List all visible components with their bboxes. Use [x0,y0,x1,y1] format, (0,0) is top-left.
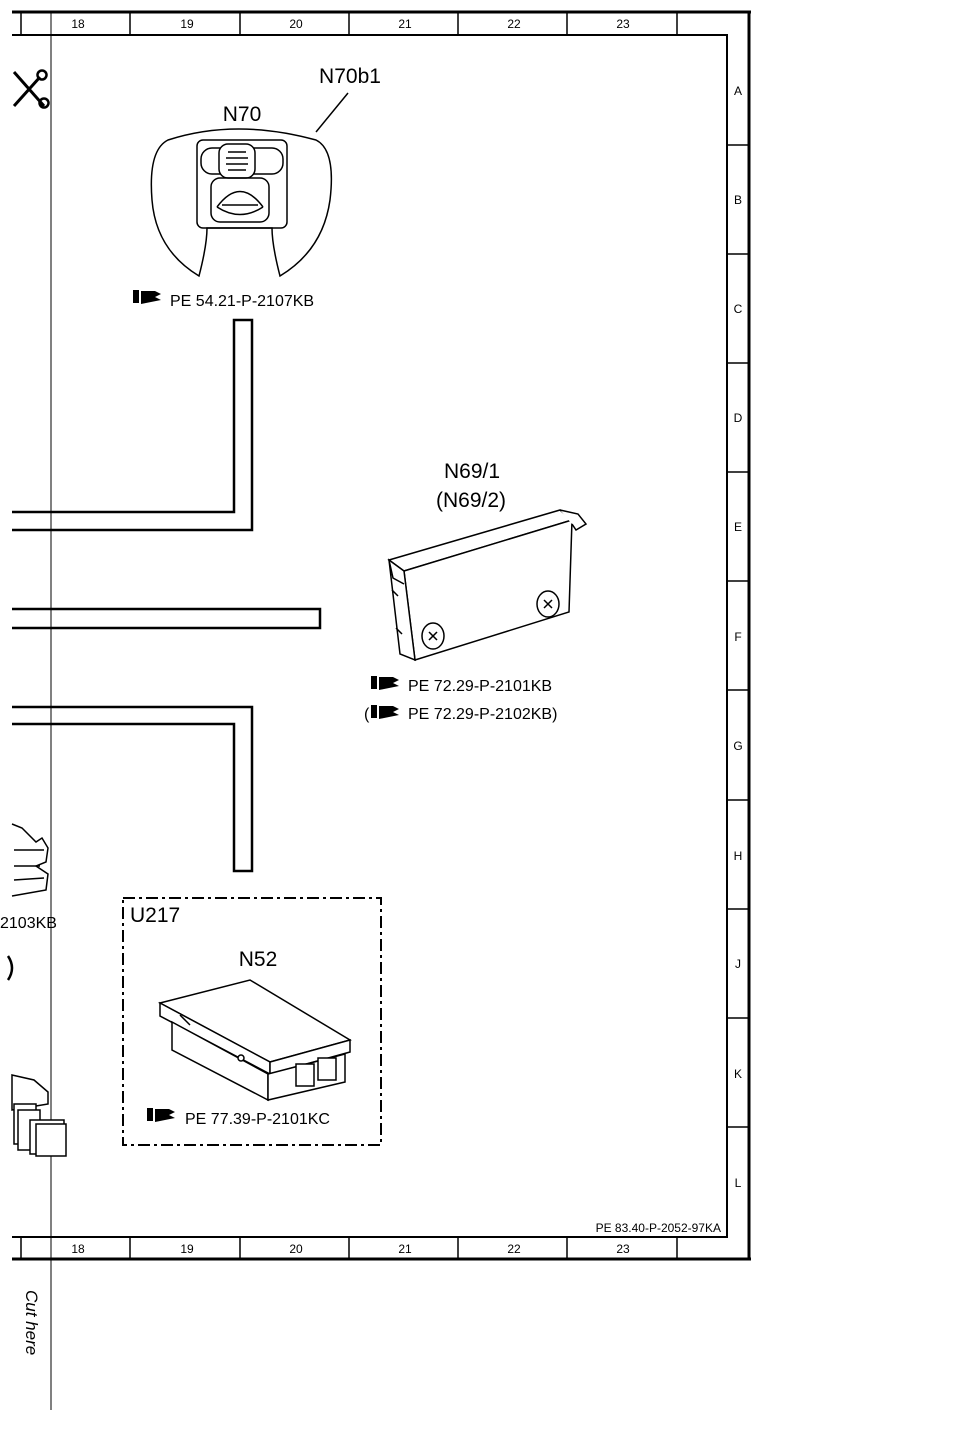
row-label: F [734,630,741,644]
col-label: 20 [289,1242,303,1256]
col-label: 22 [507,17,521,31]
row-labels: A B C D E F G H J K L [733,84,742,1190]
row-label: J [735,957,741,971]
row-label: C [734,302,743,316]
left-partial-component-upper [11,823,49,897]
col-label: 23 [616,1242,630,1256]
row-label: D [734,411,743,425]
col-label: 19 [180,17,194,31]
column-labels-bottom: 18 19 20 21 22 23 [71,1242,630,1256]
left-partial-paren [6,955,14,981]
row-label: K [734,1067,742,1081]
col-label: 20 [289,17,303,31]
scissors-icon [12,69,50,109]
n69-1-label: N69/1 [444,460,500,483]
col-label: 23 [616,17,630,31]
n70-reference: PE 54.21-P-2107KB [170,293,314,310]
n69-2-ref-open-paren: ( [364,706,370,723]
col-label: 19 [180,1242,194,1256]
n70-label: N70 [223,103,262,126]
reference-hand-icon [147,1108,175,1122]
n69-component: N69/1 (N69/2) PE 72.29-P-2101KB ( PE 72.… [364,460,588,723]
n69-1-reference: PE 72.29-P-2101KB [408,678,552,695]
n70b1-label: N70b1 [319,65,381,88]
connection-ducts [12,318,322,873]
cut-here-label: Cut here [22,1290,41,1355]
col-label: 22 [507,1242,521,1256]
n70b1-leader-line [315,92,349,133]
left-partial-component-lower [11,1074,67,1157]
sheet-id: PE 83.40-P-2052-97KA [596,1221,721,1235]
column-labels-top: 18 19 20 21 22 23 [71,17,630,31]
col-label: 18 [71,17,85,31]
n70-component: N70 N70b1 PE 54.21-P-2107KB [133,65,381,310]
u217-group: U217 N52 PE 77.39-P-2101KC [122,897,382,1146]
u217-label: U217 [130,904,180,927]
n52-control-unit-icon [157,979,352,1102]
n52-label: N52 [239,948,278,971]
row-label: G [733,739,742,753]
row-label: A [734,84,742,98]
col-label: 18 [71,1242,85,1256]
row-label: B [734,193,742,207]
col-label: 21 [398,1242,412,1256]
reference-hand-icon [371,705,399,719]
reference-hand-icon [371,676,399,690]
drawing-frame [12,10,751,1261]
row-label: L [735,1176,742,1190]
overhead-control-panel-icon [150,128,333,278]
reference-hand-icon [133,290,161,304]
n52-reference: PE 77.39-P-2101KC [185,1111,330,1128]
n69-2-label: (N69/2) [436,489,506,512]
row-label: H [734,849,743,863]
control-unit-module-icon [387,509,588,662]
left-partial-reference: 2103KB [0,915,57,932]
col-label: 21 [398,17,412,31]
n69-2-reference: PE 72.29-P-2102KB) [408,706,557,723]
row-label: E [734,520,742,534]
